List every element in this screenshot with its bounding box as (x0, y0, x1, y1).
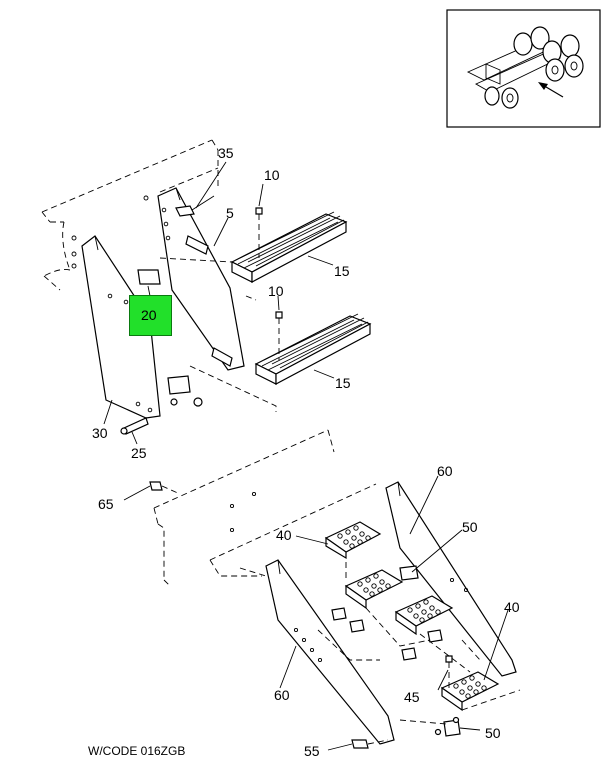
step-plate-40-top (324, 521, 382, 560)
leader-lines (103, 161, 509, 751)
callout-15-lower[interactable]: 15 (335, 375, 351, 391)
callout-5[interactable]: 5 (226, 205, 234, 221)
bolt-25 (120, 417, 149, 435)
step-bracket-30 (81, 235, 161, 419)
locator-inset (446, 9, 601, 128)
screw-10-lower (275, 311, 283, 360)
callout-30[interactable]: 30 (92, 425, 108, 441)
step-bracket-5 (157, 187, 245, 371)
callout-50-upper[interactable]: 50 (462, 519, 478, 535)
lower-clip (167, 375, 191, 395)
clip-50-mid (331, 607, 347, 621)
callout-40-bottom[interactable]: 40 (504, 599, 520, 615)
screw-10-upper (255, 207, 263, 258)
step-plate-40-mid (344, 569, 404, 610)
lower-bracket-60-left (265, 559, 395, 745)
screw-45 (445, 655, 453, 690)
step-tread-15-upper (230, 211, 348, 283)
bolt-65 (149, 481, 181, 495)
callout-50-lower[interactable]: 50 (485, 725, 501, 741)
callout-60-right[interactable]: 60 (437, 463, 453, 479)
clip-50-upper (399, 565, 419, 581)
step-plate-40-mid2 (394, 595, 454, 636)
step-plate-40-bottom (440, 671, 500, 712)
clip-50-mid2 (349, 619, 365, 633)
callout-10-lower[interactable]: 10 (268, 283, 284, 299)
callout-55[interactable]: 55 (304, 743, 320, 759)
clip-20 (137, 269, 161, 285)
callout-20[interactable]: 20 (141, 307, 157, 323)
callout-40-top[interactable]: 40 (276, 527, 292, 543)
bolt-35 (175, 195, 215, 217)
lower-bracket-60-right (385, 481, 517, 677)
callout-10-upper[interactable]: 10 (264, 167, 280, 183)
callout-45[interactable]: 45 (404, 689, 420, 705)
drawing-code: W/CODE 016ZGB (88, 744, 186, 758)
callout-60-left[interactable]: 60 (274, 687, 290, 703)
clip-50-mid4 (427, 629, 443, 643)
highlight-box-20 (129, 295, 172, 336)
callout-25[interactable]: 25 (131, 445, 147, 461)
bolt-55 (351, 739, 389, 749)
upper-frame-rail (41, 139, 219, 291)
callout-15-upper[interactable]: 15 (334, 263, 350, 279)
callout-65[interactable]: 65 (98, 496, 114, 512)
lower-frame-rail (153, 429, 377, 587)
callout-35[interactable]: 35 (218, 145, 234, 161)
step-tread-15-lower (254, 313, 372, 385)
clip-50-mid3 (401, 647, 417, 661)
